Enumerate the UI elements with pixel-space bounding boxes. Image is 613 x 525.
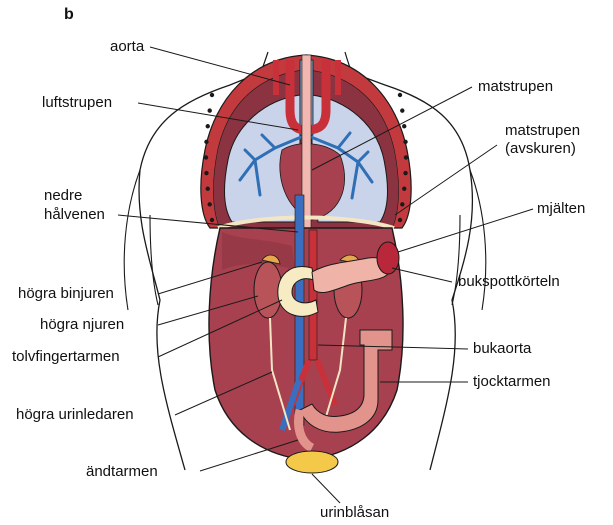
abdominal-aorta xyxy=(309,230,317,360)
rib-dot xyxy=(400,202,404,206)
rib-dot xyxy=(400,108,404,112)
rib-dot xyxy=(208,108,212,112)
rib-dot xyxy=(403,140,407,144)
rib-dot xyxy=(402,124,406,128)
label-matstrupen-avskuren-1: matstrupen xyxy=(505,122,580,139)
label-bukspottkorteln: bukspottkörteln xyxy=(458,273,560,290)
rib-dot xyxy=(402,187,406,191)
label-luftstrupen: luftstrupen xyxy=(42,94,112,111)
label-matstrupen-avskuren-2: (avskuren) xyxy=(505,140,576,157)
label-andtarmen: ändtarmen xyxy=(86,463,158,480)
label-mjalten: mjälten xyxy=(537,200,585,217)
label-bukaorta: bukaorta xyxy=(473,340,531,357)
rib-dot xyxy=(206,124,210,128)
label-aorta: aorta xyxy=(110,38,144,55)
label-hogra-binjuren: högra binjuren xyxy=(18,285,114,302)
rib-dot xyxy=(398,218,402,222)
label-tolvfingertarmen: tolvfingertarmen xyxy=(12,348,120,365)
rib-dot xyxy=(206,187,210,191)
label-matstrupen: matstrupen xyxy=(478,78,553,95)
rib-dot xyxy=(398,93,402,97)
rib-dot xyxy=(210,218,214,222)
label-urinblasan: urinblåsan xyxy=(320,504,389,521)
label-halvenen: hålvenen xyxy=(44,206,105,223)
rib-dot xyxy=(204,140,208,144)
label-hogra-njuren: högra njuren xyxy=(40,316,124,333)
rib-dot xyxy=(208,202,212,206)
label-hogra-urinledaren: högra urinledaren xyxy=(16,406,134,423)
rib-dot xyxy=(210,93,214,97)
rib-dot xyxy=(404,155,408,159)
rib-dot xyxy=(403,171,407,175)
arm-left-outline xyxy=(124,170,158,310)
rib-dot xyxy=(204,171,208,175)
label-tjocktarmen: tjocktarmen xyxy=(473,373,551,390)
label-nedre: nedre xyxy=(44,187,82,204)
rib-dot xyxy=(204,155,208,159)
urinary-bladder xyxy=(286,451,338,473)
